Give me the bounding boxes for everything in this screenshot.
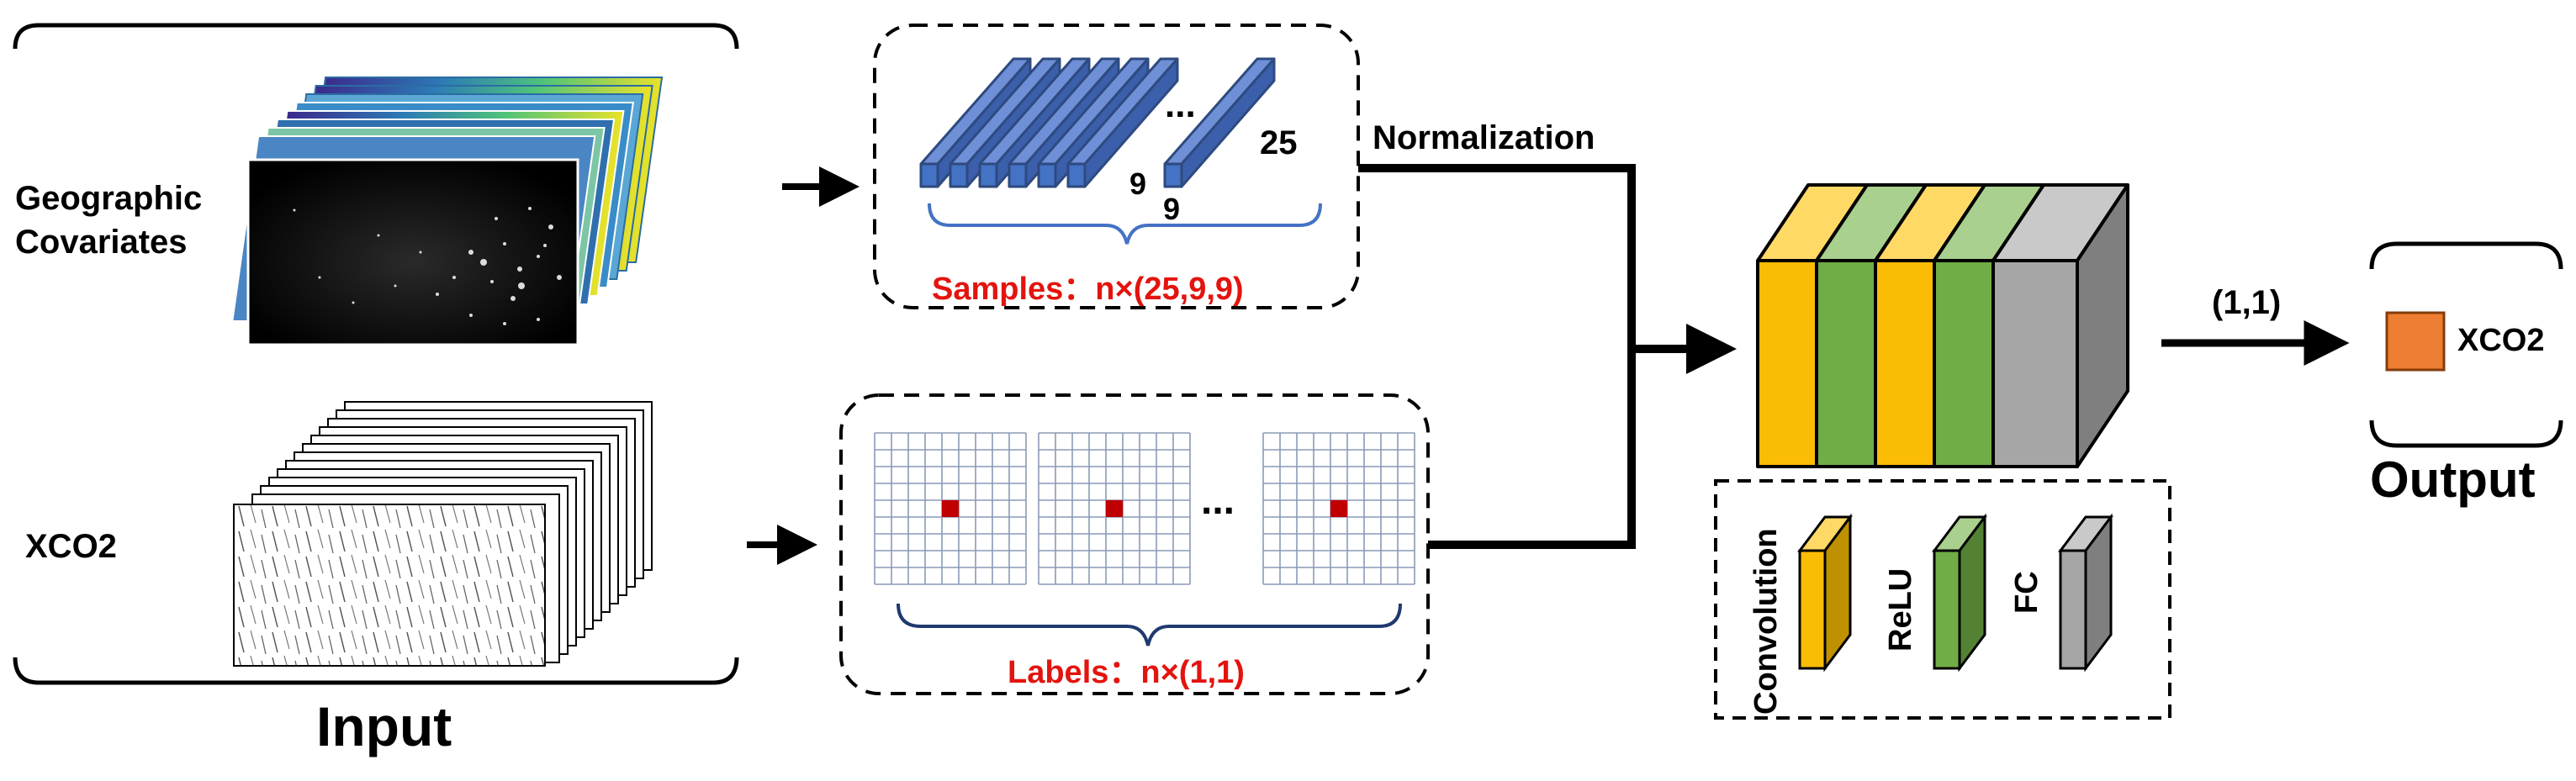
samples-brace bbox=[928, 203, 1322, 245]
samples-dim-9-a: 9 bbox=[1129, 166, 1147, 201]
input-title: Input bbox=[316, 695, 452, 757]
legend-label-convolution: Convolution bbox=[1748, 528, 1784, 715]
legend-swatch-fc bbox=[2058, 513, 2113, 673]
geo-covariates-stack bbox=[231, 77, 664, 346]
geo-covariates-label: Geographic Covariates bbox=[15, 180, 203, 261]
label-grid bbox=[1262, 432, 1415, 585]
output-xco2-box bbox=[2385, 311, 2446, 372]
label-center-pixel bbox=[942, 500, 959, 517]
xco2-front-map bbox=[233, 504, 546, 667]
samples-dim-25: 25 bbox=[1260, 124, 1298, 161]
normalization-label: Normalization bbox=[1373, 119, 1595, 156]
samples-dim-9-b: 9 bbox=[1163, 192, 1181, 226]
label-grids bbox=[874, 432, 1415, 585]
night-light-dots bbox=[293, 207, 562, 325]
legend-swatch-conv bbox=[1797, 513, 1853, 673]
label-center-pixel bbox=[1106, 500, 1123, 517]
output-xco2-label: XCO2 bbox=[2457, 323, 2545, 358]
labels-ellipsis: ... bbox=[1201, 478, 1235, 523]
label-center-pixel bbox=[1330, 500, 1347, 517]
labels-brace bbox=[897, 603, 1402, 646]
cnn-model bbox=[1756, 183, 2129, 468]
sample-bar bbox=[1163, 57, 1276, 188]
labels-caption: Labels：n×(1,1) bbox=[1008, 655, 1245, 690]
output-shape-label: (1,1) bbox=[2212, 284, 2282, 321]
block-fc bbox=[1992, 183, 2129, 468]
output-title: Output bbox=[2370, 451, 2536, 508]
output-bracket bbox=[2369, 241, 2563, 448]
sample-bars bbox=[919, 57, 1276, 188]
legend-swatch-relu bbox=[1932, 513, 1987, 673]
normalization-connector bbox=[1358, 164, 1636, 549]
legend-label-fc: FC bbox=[2009, 571, 2044, 614]
samples-box bbox=[873, 24, 1360, 309]
legend-box bbox=[1714, 479, 2171, 720]
label-grid bbox=[1038, 432, 1191, 585]
input-bracket-top bbox=[13, 23, 739, 50]
samples-caption: Samples：n×(25,9,9) bbox=[932, 272, 1244, 307]
xco2-stack bbox=[233, 401, 653, 667]
legend-label-relu: ReLU bbox=[1883, 568, 1918, 652]
input-bracket-bottom bbox=[13, 657, 739, 685]
sample-bar bbox=[1066, 57, 1179, 188]
samples-ellipsis: ... bbox=[1165, 84, 1196, 125]
night-light-map bbox=[246, 158, 579, 346]
xco2-input-label: XCO2 bbox=[25, 528, 117, 565]
label-grid bbox=[874, 432, 1027, 585]
